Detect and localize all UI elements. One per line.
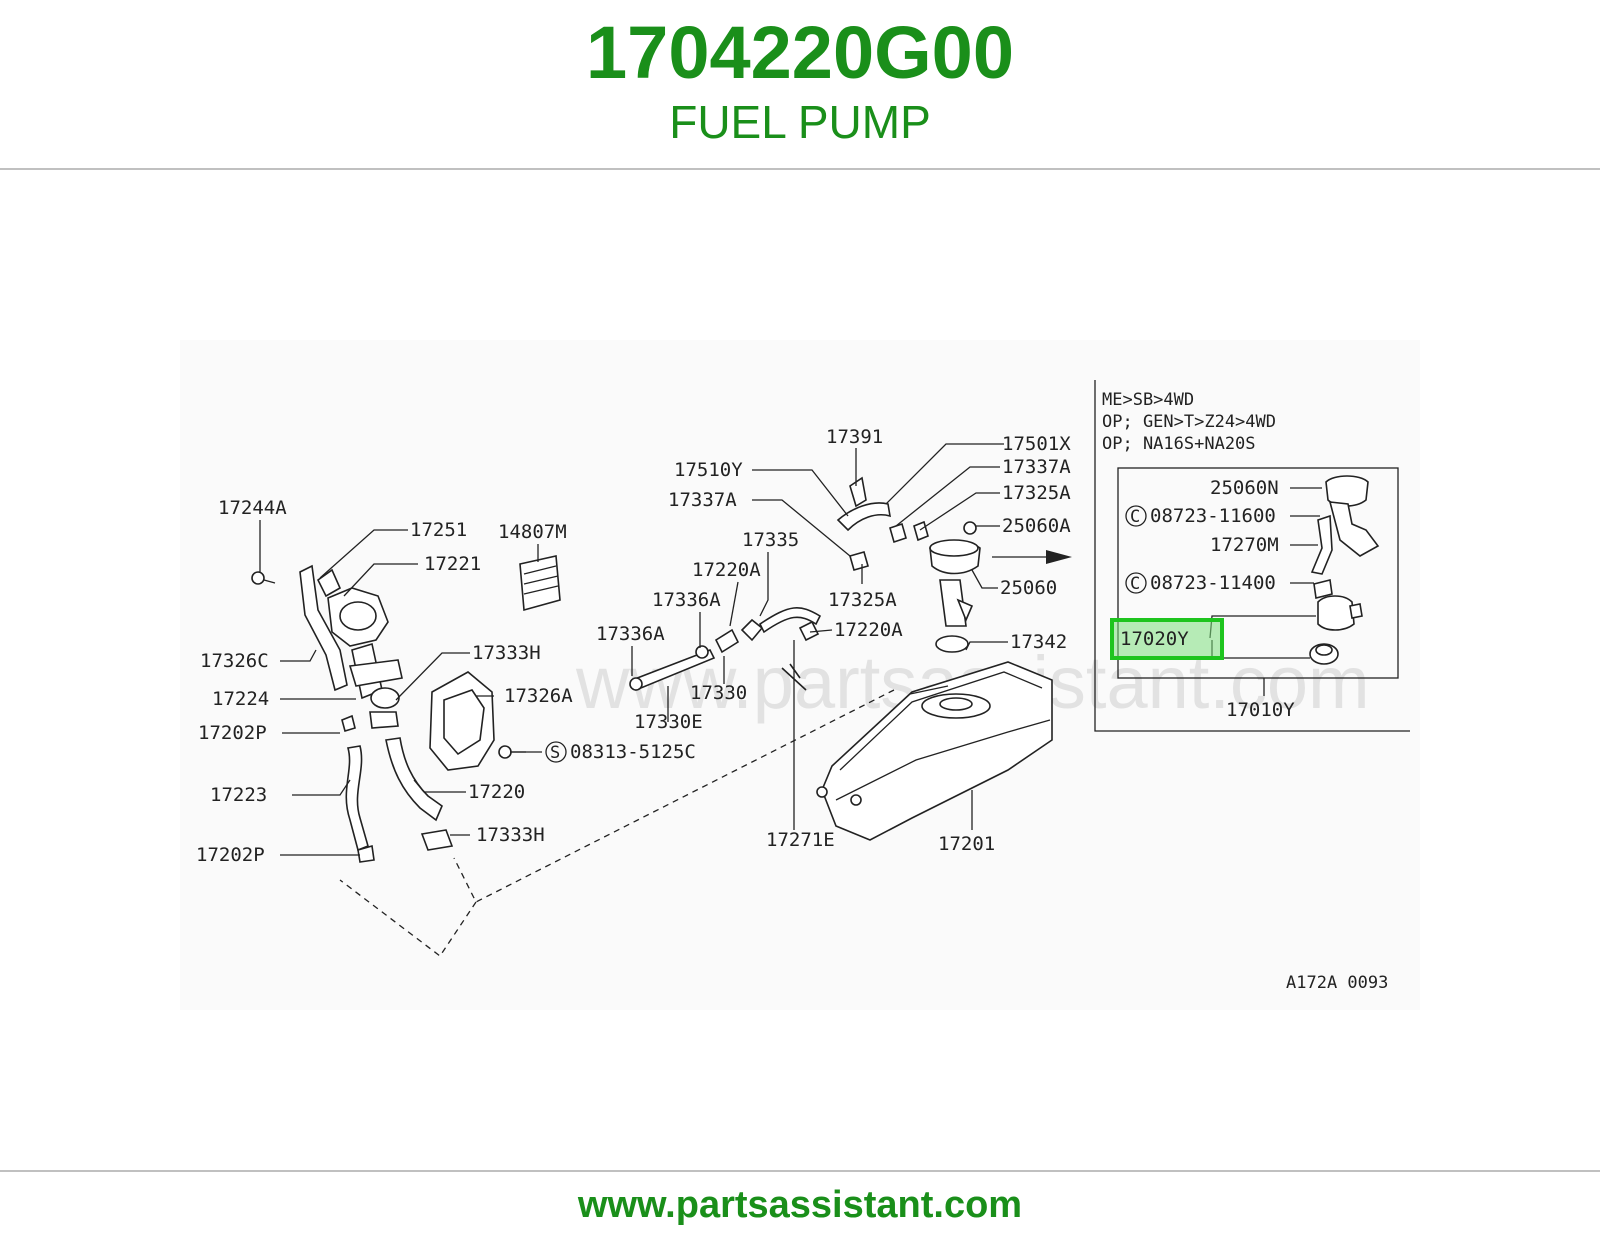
- callout-17333H-upper: 17333H: [472, 642, 541, 664]
- callout-17224: 17224: [212, 688, 269, 710]
- filler-neck-assembly: [251, 555, 561, 863]
- callout-17325A-upper: 17325A: [1002, 482, 1071, 504]
- callout-17326A: 17326A: [504, 685, 573, 707]
- callout-17220A-lower: 17220A: [834, 619, 903, 641]
- callout-17336A-left: 17336A: [596, 623, 665, 645]
- inset-note-3: OP; NA16S+NA20S: [1102, 434, 1256, 454]
- callout-08723-11600: 08723-11600: [1150, 505, 1276, 527]
- callout-08313-5125C: 08313-5125C: [570, 741, 696, 763]
- callout-25060N: 25060N: [1210, 477, 1279, 499]
- footer-website-link[interactable]: www.partsassistant.com: [577, 1184, 1023, 1226]
- callout-17220: 17220: [468, 781, 525, 803]
- s-marker-icon: [545, 741, 567, 763]
- highlighted-part-box: [1110, 618, 1224, 660]
- callout-17333H-lower: 17333H: [476, 824, 545, 846]
- callout-17510Y: 17510Y: [674, 459, 743, 481]
- callout-labels: 17244A 17251 17221 14807M 17326C 17224 1…: [196, 426, 1071, 866]
- part-name-subtitle: FUEL PUMP: [669, 96, 931, 148]
- vent-routing-dashed: [339, 689, 895, 957]
- fuel-tank: [816, 661, 1053, 841]
- inset-labels: ME>SB>4WD OP; GEN>T>Z24>4WD OP; NA16S+NA…: [1102, 390, 1295, 721]
- page-header: 1704220G00 FUEL PUMP: [0, 0, 1600, 168]
- leader-lines: [259, 443, 1322, 856]
- header-divider: [0, 168, 1600, 170]
- callout-17020Y-highlighted: 17020Y: [1120, 628, 1189, 650]
- svg-text:C: C: [1130, 507, 1140, 527]
- callout-17220A-upper: 17220A: [692, 559, 761, 581]
- callout-25060A: 25060A: [1002, 515, 1071, 537]
- svg-text:C: C: [1130, 574, 1140, 594]
- callout-17391: 17391: [826, 426, 883, 448]
- part-number-title: 1704220G00: [586, 11, 1014, 94]
- callout-17336A-right: 17336A: [652, 589, 721, 611]
- callout-17244A: 17244A: [218, 497, 287, 519]
- callout-17271E: 17271E: [766, 829, 835, 851]
- callout-17202P-upper: 17202P: [198, 722, 267, 744]
- callout-08723-11400: 08723-11400: [1150, 572, 1276, 594]
- callout-25060: 25060: [1000, 577, 1057, 599]
- callout-17325A-lower: 17325A: [828, 589, 897, 611]
- inset-arrow: [992, 550, 1072, 564]
- callout-17010Y: 17010Y: [1226, 699, 1295, 721]
- callout-17330E: 17330E: [634, 711, 703, 733]
- inset-frame: [1094, 380, 1410, 732]
- callout-17335: 17335: [742, 529, 799, 551]
- callout-17337A-left: 17337A: [668, 489, 737, 511]
- callout-17270M: 17270M: [1210, 534, 1279, 556]
- callout-17330: 17330: [690, 682, 747, 704]
- callout-17201: 17201: [938, 833, 995, 855]
- callout-17202P-lower: 17202P: [196, 844, 265, 866]
- callout-17501X: 17501X: [1002, 433, 1071, 455]
- c-marker-icon: [1125, 505, 1147, 527]
- footer-divider: [0, 1170, 1600, 1172]
- inset-note-2: OP; GEN>T>Z24>4WD: [1102, 412, 1276, 432]
- svg-text:S: S: [550, 743, 560, 763]
- callout-17337A-right: 17337A: [1002, 456, 1071, 478]
- c-marker-icon: [1125, 572, 1147, 594]
- callout-14807M: 14807M: [498, 521, 567, 543]
- vent-line-assembly: [629, 476, 981, 692]
- callout-17251: 17251: [410, 519, 467, 541]
- callout-17326C: 17326C: [200, 650, 269, 672]
- callout-17223: 17223: [210, 784, 267, 806]
- figure-code: A172A 0093: [1286, 973, 1388, 993]
- inset-note-1: ME>SB>4WD: [1102, 390, 1194, 410]
- callout-17342: 17342: [1010, 631, 1067, 653]
- callout-17221: 17221: [424, 553, 481, 575]
